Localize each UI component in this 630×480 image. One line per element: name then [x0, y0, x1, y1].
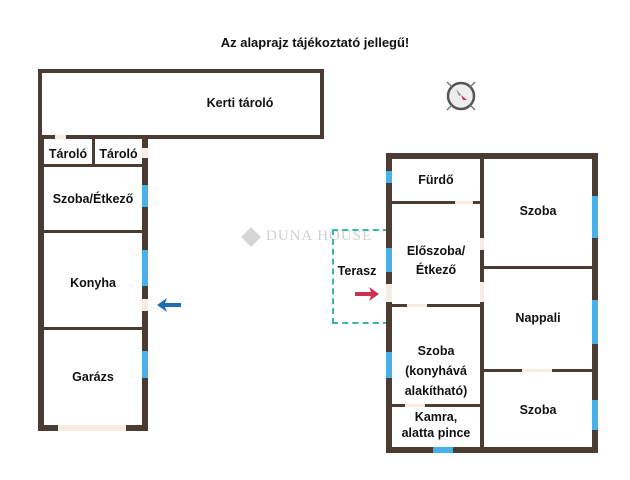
room-kamra: Kamra, alatta pince [401, 410, 471, 441]
room-tarolo-2: Tároló [99, 147, 138, 161]
room-eloszoba: Előszoba/ Étkező [406, 244, 466, 277]
room-furdo: Fürdő [418, 173, 454, 187]
watermark: DUNA HOUSE [241, 226, 373, 247]
compass-icon [443, 78, 479, 114]
diamond-logo-icon [241, 226, 261, 247]
room-nappali: Nappali [515, 311, 561, 325]
entry-arrow-icon [355, 287, 379, 306]
room-szoba-1: Szoba [519, 204, 557, 218]
page-title: Az alaprajz tájékoztató jellegű! [220, 35, 410, 50]
room-szoba-etkezo: Szoba/Étkező [52, 192, 134, 206]
watermark-text: DUNA HOUSE [266, 228, 373, 244]
room-terasz: Terasz [337, 264, 377, 278]
room-garazs: Garázs [72, 370, 114, 384]
entry-arrow-icon [157, 298, 181, 317]
room-szoba-konyha: Szoba (konyhává alakítható) [404, 344, 468, 398]
room-konyha: Konyha [70, 276, 116, 290]
terrace-outline [332, 229, 389, 324]
room-szoba-2: Szoba [519, 403, 557, 417]
room-kerti-tarolo: Kerti tároló [206, 96, 274, 110]
room-tarolo-1: Tároló [48, 147, 88, 161]
